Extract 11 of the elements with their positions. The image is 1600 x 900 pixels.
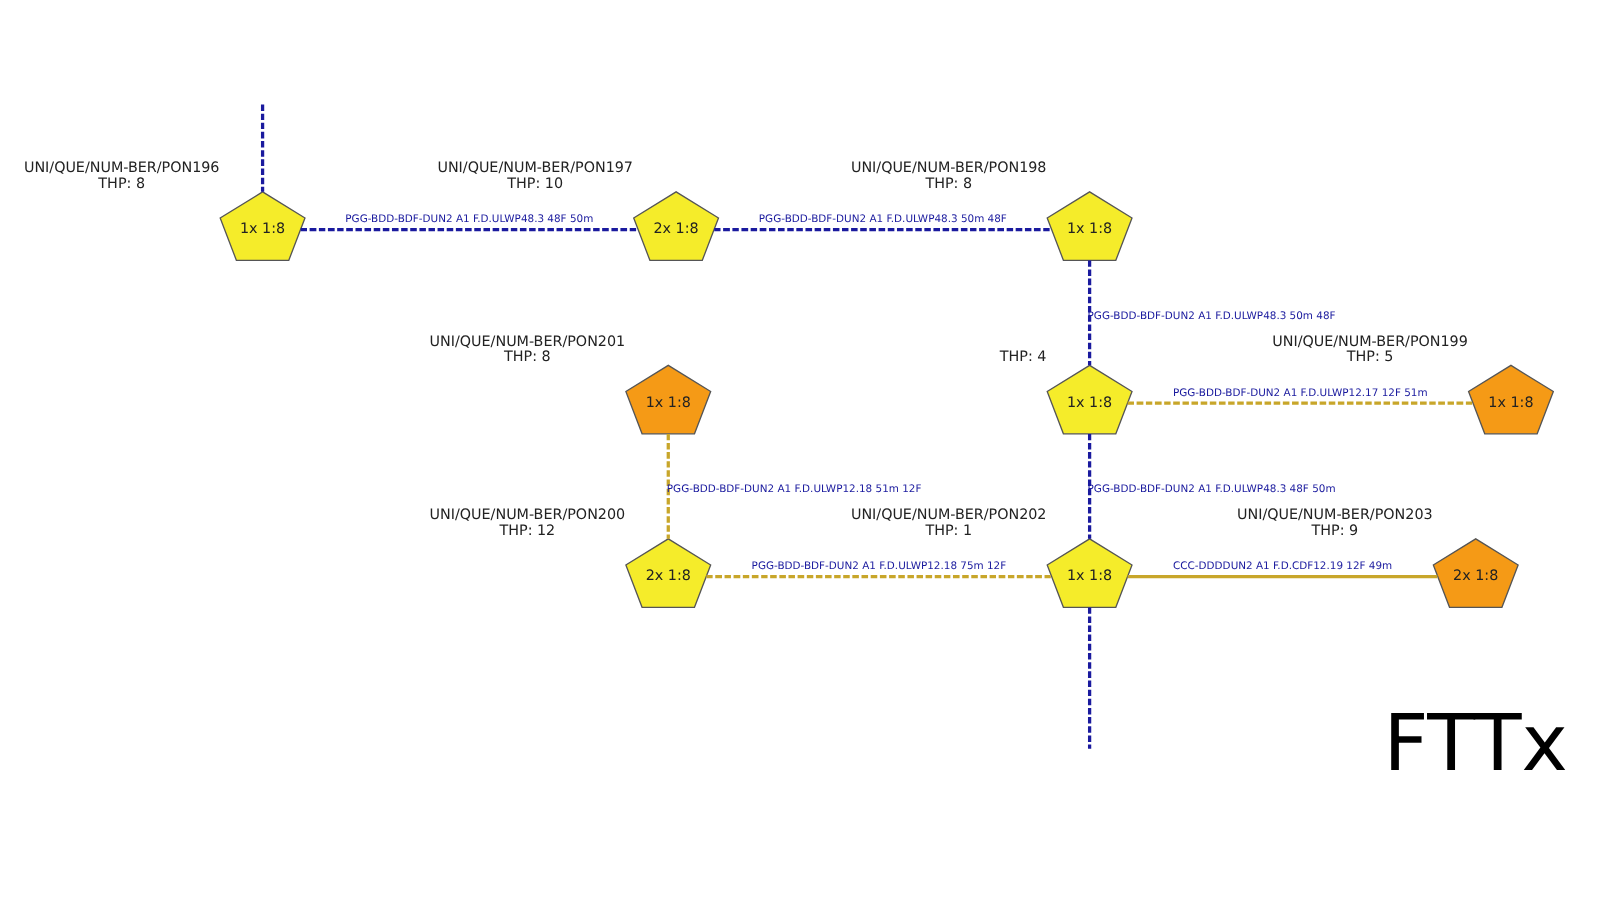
connector xyxy=(1086,432,1091,538)
connector xyxy=(713,227,1051,231)
connector xyxy=(1126,400,1472,404)
connector xyxy=(299,227,638,231)
connector xyxy=(665,432,669,538)
connector xyxy=(1126,574,1437,578)
connector xyxy=(1086,259,1091,365)
connector xyxy=(705,574,1051,578)
connector xyxy=(1086,606,1091,748)
label: FTTx xyxy=(1382,698,1567,789)
connector xyxy=(259,103,264,191)
